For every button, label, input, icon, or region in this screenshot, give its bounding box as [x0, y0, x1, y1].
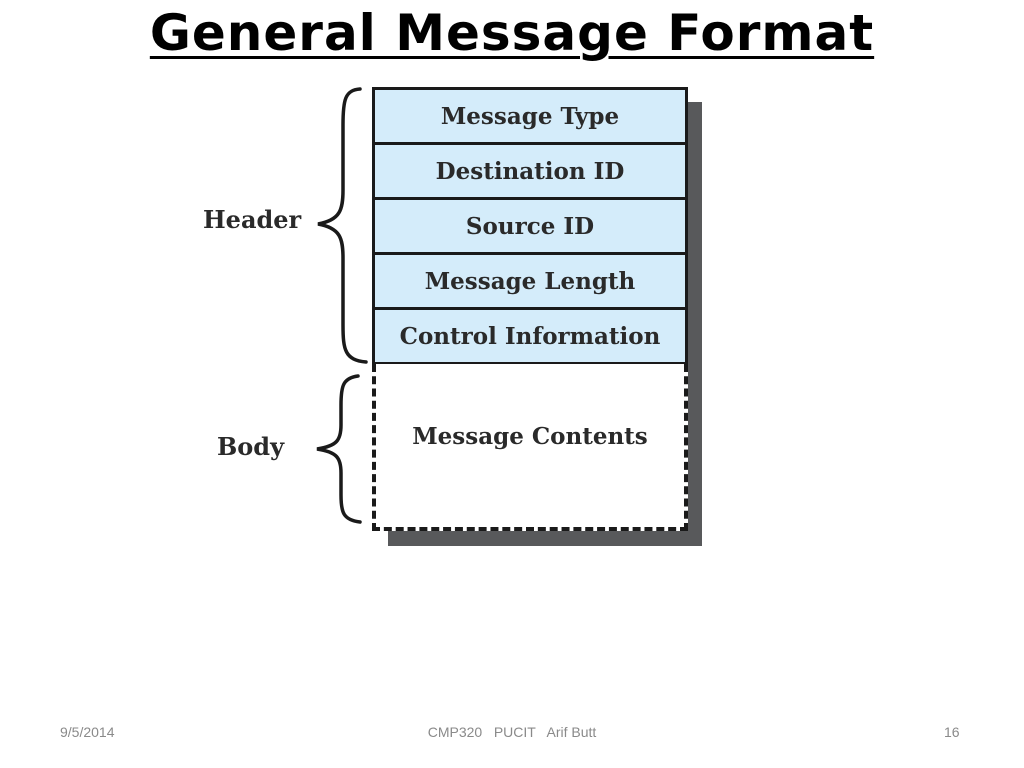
- slide-title: General Message Format: [0, 0, 1024, 70]
- field-destination-id: Destination ID: [372, 142, 688, 200]
- slide-title-text: General Message Format: [149, 4, 875, 62]
- body-label: Body: [217, 432, 285, 461]
- footer-page-number: 16: [944, 724, 960, 740]
- field-message-length: Message Length: [372, 252, 688, 310]
- field-message-contents: Message Contents: [372, 364, 688, 531]
- header-brace-icon: [317, 87, 368, 364]
- body-brace-icon: [316, 374, 362, 524]
- field-control-information: Control Information: [372, 307, 688, 365]
- field-message-type: Message Type: [372, 87, 688, 145]
- footer-date: 9/5/2014: [60, 724, 115, 740]
- field-message-contents-label: Message Contents: [412, 423, 648, 450]
- footer-course-info: CMP320 PUCIT Arif Butt: [427, 724, 597, 740]
- field-source-id: Source ID: [372, 197, 688, 255]
- header-label: Header: [203, 205, 302, 234]
- message-field-stack: Message Type Destination ID Source ID Me…: [372, 87, 688, 531]
